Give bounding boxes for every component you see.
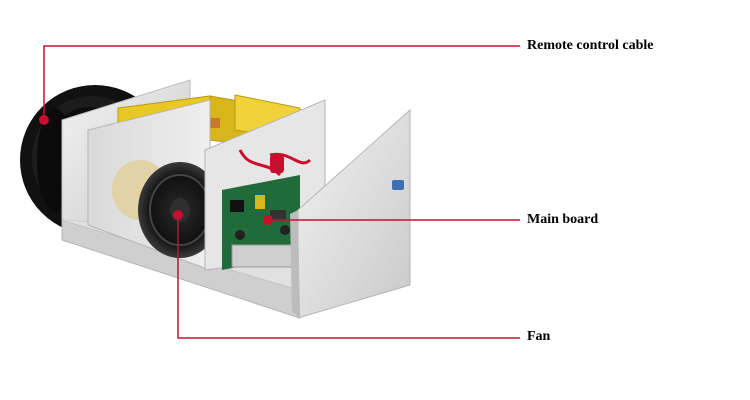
fan-leader xyxy=(177,215,520,339)
fan-label: Fan xyxy=(527,329,551,344)
callout-dots xyxy=(39,115,273,225)
main-board-label: Main board xyxy=(527,212,599,227)
front-connector xyxy=(392,180,404,190)
callout-lines xyxy=(43,45,520,339)
remote-control-cable-leader xyxy=(43,45,520,118)
capacitor xyxy=(270,155,284,173)
main-board-dot xyxy=(263,215,273,225)
remote-control-cable-label: Remote control cable xyxy=(527,38,654,53)
front-panel-edge xyxy=(290,210,300,318)
fan-dot xyxy=(173,210,183,220)
remote-control-cable-dot xyxy=(39,115,49,125)
main-board-pcb xyxy=(222,175,300,270)
